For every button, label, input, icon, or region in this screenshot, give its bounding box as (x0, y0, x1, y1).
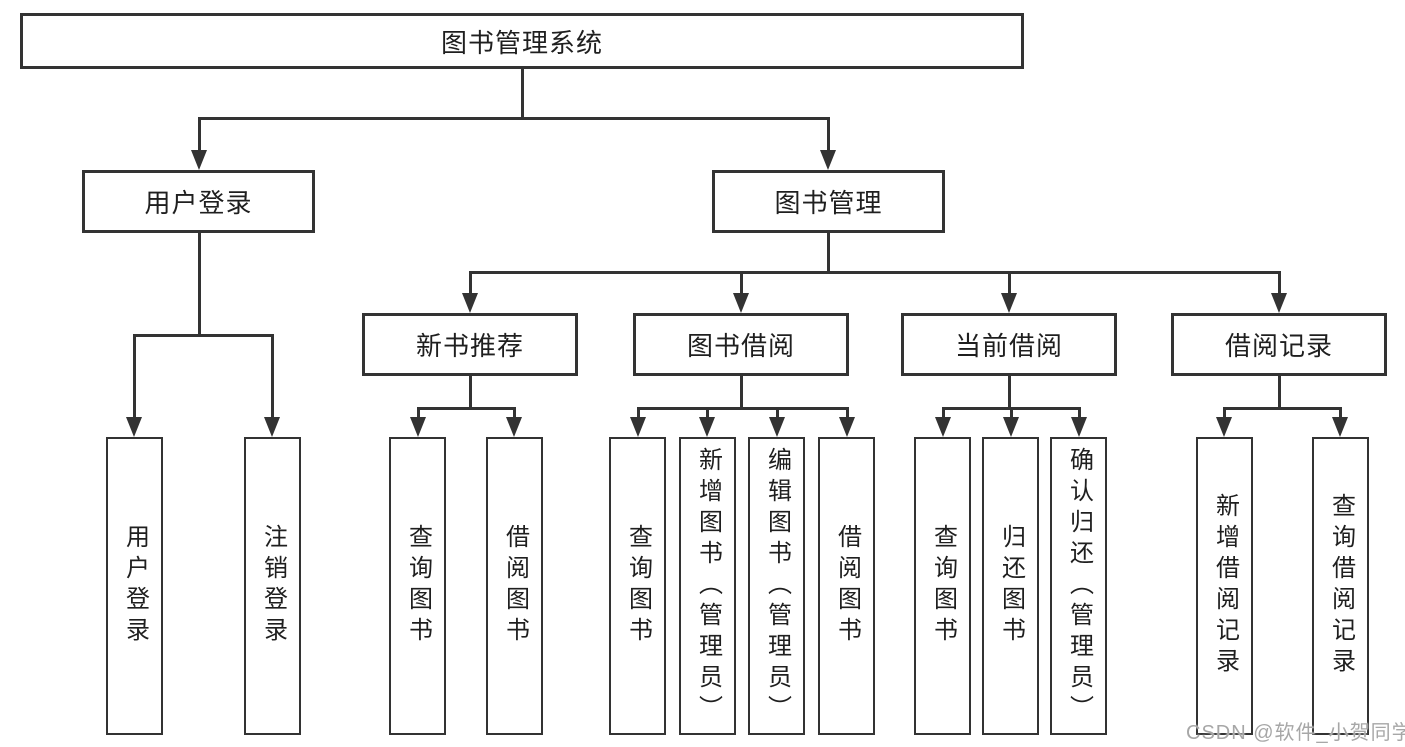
leaf-borrow-books-borrowing-label: 借阅图书 (833, 524, 861, 648)
connector-drop-leaf (416, 408, 420, 423)
connector-drop-book-management (826, 118, 830, 155)
connector-stem-user-login (197, 233, 201, 335)
node-current-borrowing: 当前借阅 (901, 313, 1117, 376)
leaf-user-login-label: 用户登录 (121, 524, 149, 648)
connector-drop-leaf (1222, 408, 1226, 423)
node-book-management-label: 图书管理 (774, 188, 883, 218)
leaf-return-books: 归还图书 (982, 437, 1039, 735)
leaf-borrow-books-recommend: 借阅图书 (486, 437, 543, 735)
arrowhead-down-icon (462, 293, 478, 313)
leaf-confirm-return-admin-label: 确认归还（管理员） (1065, 446, 1093, 726)
node-borrowing-records-label: 借阅记录 (1224, 331, 1333, 361)
csdn-watermark: CSDN @软件_小贺同学 (1186, 722, 1405, 744)
node-new-book-recommendation-label: 新书推荐 (415, 331, 524, 361)
connector-drop-module (468, 272, 472, 298)
connector-drop-module (1007, 272, 1011, 298)
connector-drop-module (739, 272, 743, 298)
connector-drop-leaf (1009, 408, 1013, 423)
connector-drop-leaf (845, 408, 849, 423)
connector-bus-new-book (416, 406, 516, 410)
arrowhead-down-icon (1216, 417, 1232, 437)
leaf-return-books-label: 归还图书 (997, 524, 1025, 648)
node-root-label: 图书管理系统 (440, 27, 603, 58)
arrowhead-down-icon (126, 417, 142, 437)
connector-bus-root (197, 116, 830, 120)
connector-drop-module (1277, 272, 1281, 298)
connector-drop-leaf (1077, 408, 1081, 423)
leaf-borrow-books-recommend-label: 借阅图书 (501, 524, 529, 648)
node-root: 图书管理系统 (20, 13, 1024, 69)
arrowhead-down-icon (630, 417, 646, 437)
leaf-borrow-books-borrowing: 借阅图书 (818, 437, 875, 735)
node-user-login: 用户登录 (82, 170, 315, 233)
arrowhead-down-icon (839, 417, 855, 437)
leaf-confirm-return-admin: 确认归还（管理员） (1050, 437, 1107, 735)
connector-drop-leaf (132, 335, 136, 423)
connector-bus-borrowing-records (1222, 406, 1342, 410)
arrowhead-down-icon (699, 417, 715, 437)
leaf-query-books-borrowing: 查询图书 (609, 437, 666, 735)
node-borrowing-records: 借阅记录 (1171, 313, 1387, 376)
arrowhead-down-icon (1001, 293, 1017, 313)
connector-drop-leaf (636, 408, 640, 423)
connector-drop-leaf (1338, 408, 1342, 423)
node-book-borrowing-label: 图书借阅 (686, 331, 795, 361)
connector-drop-leaf (941, 408, 945, 423)
arrowhead-down-icon (410, 417, 426, 437)
connector-drop-leaf (270, 335, 274, 423)
arrowhead-down-icon (733, 293, 749, 313)
leaf-logout: 注销登录 (244, 437, 301, 735)
leaf-add-borrow-record: 新增借阅记录 (1196, 437, 1253, 735)
arrowhead-down-icon (191, 150, 207, 170)
leaf-query-borrow-record-label: 查询借阅记录 (1327, 493, 1355, 679)
arrowhead-down-icon (1271, 293, 1287, 313)
arrowhead-down-icon (935, 417, 951, 437)
leaf-edit-book-admin-label: 编辑图书（管理员） (763, 446, 791, 726)
node-current-borrowing-label: 当前借阅 (954, 331, 1063, 361)
leaf-add-borrow-record-label: 新增借阅记录 (1211, 493, 1239, 679)
arrowhead-down-icon (264, 417, 280, 437)
node-new-book-recommendation: 新书推荐 (362, 313, 578, 376)
connector-bus-book-borrowing (636, 406, 849, 410)
connector-stem-current-borrowing (1007, 376, 1011, 408)
connector-stem-book-borrowing (739, 376, 743, 408)
connector-stem-new-book (468, 376, 472, 408)
connector-stem-book-management (826, 233, 830, 272)
arrowhead-down-icon (1003, 417, 1019, 437)
leaf-add-book-admin-label: 新增图书（管理员） (694, 446, 722, 726)
leaf-query-borrow-record: 查询借阅记录 (1312, 437, 1369, 735)
connector-stem-borrowing-records (1277, 376, 1281, 408)
connector-bus-user-login (132, 333, 274, 337)
connector-drop-leaf (705, 408, 709, 423)
leaf-logout-label: 注销登录 (259, 524, 287, 648)
arrowhead-down-icon (1071, 417, 1087, 437)
leaf-query-books-current-label: 查询图书 (929, 524, 957, 648)
node-book-borrowing: 图书借阅 (633, 313, 849, 376)
connector-drop-leaf (775, 408, 779, 423)
connector-drop-user-login (197, 118, 201, 155)
leaf-query-books-borrowing-label: 查询图书 (624, 524, 652, 648)
connector-drop-leaf (512, 408, 516, 423)
leaf-edit-book-admin: 编辑图书（管理员） (748, 437, 805, 735)
node-user-login-label: 用户登录 (144, 188, 253, 218)
leaf-query-books-recommend-label: 查询图书 (404, 524, 432, 648)
leaf-add-book-admin: 新增图书（管理员） (679, 437, 736, 735)
arrowhead-down-icon (506, 417, 522, 437)
arrowhead-down-icon (1332, 417, 1348, 437)
connector-stem-root (520, 69, 524, 118)
arrowhead-down-icon (769, 417, 785, 437)
node-book-management: 图书管理 (712, 170, 945, 233)
leaf-query-books-current: 查询图书 (914, 437, 971, 735)
connector-bus-book-management (468, 270, 1281, 274)
arrowhead-down-icon (820, 150, 836, 170)
leaf-user-login: 用户登录 (106, 437, 163, 735)
leaf-query-books-recommend: 查询图书 (389, 437, 446, 735)
